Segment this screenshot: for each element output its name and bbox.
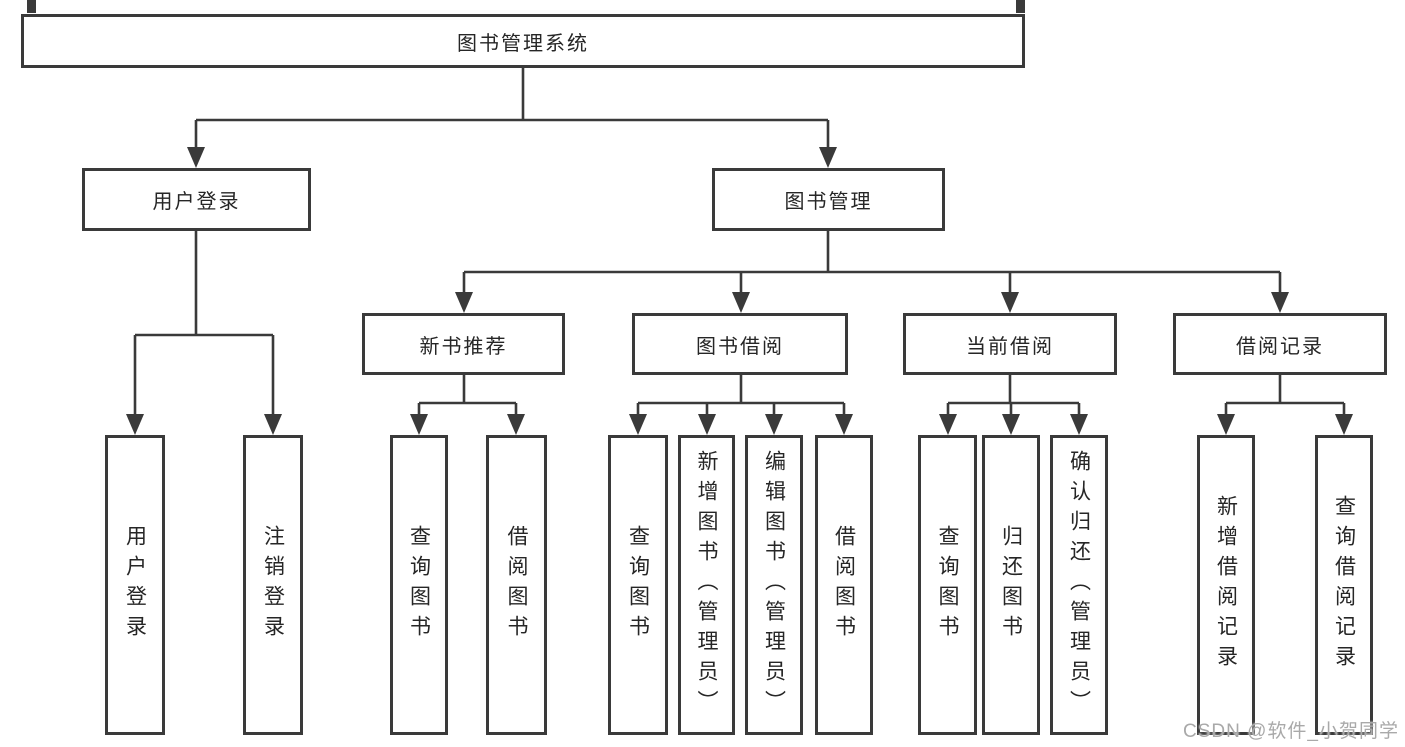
node-current-borrowing: 当前借阅 — [903, 313, 1117, 375]
arrowhead-down-icon — [264, 414, 282, 435]
csdn-watermark: CSDN @软件_小贺同学 — [1183, 721, 1399, 742]
leaf-logout: 注销登录 — [243, 435, 303, 735]
leaf-edit-book-admin: 编辑图书（管理员） — [745, 435, 803, 735]
leaf-label: 借阅图书 — [505, 525, 528, 645]
node-book-management: 图书管理 — [712, 168, 945, 231]
arrowhead-down-icon — [455, 292, 473, 313]
leaf-query-books-current: 查询图书 — [918, 435, 977, 735]
arrowhead-down-icon — [410, 414, 428, 435]
leaf-user-login: 用户登录 — [105, 435, 165, 735]
leaf-label: 借阅图书 — [832, 525, 856, 645]
node-label: 新书推荐 — [419, 335, 508, 358]
node-label: 图书管理系统 — [457, 32, 589, 55]
leaf-label: 新增图书（管理员） — [695, 450, 718, 720]
leaf-label: 查询图书 — [407, 525, 431, 645]
arrowhead-down-icon — [629, 414, 647, 435]
leaf-label: 确认归还（管理员） — [1067, 450, 1091, 720]
arrowhead-down-icon — [765, 414, 783, 435]
arrowhead-down-icon — [1002, 414, 1020, 435]
node-label: 图书管理 — [784, 191, 873, 213]
arrowhead-down-icon — [507, 414, 525, 435]
leaf-label: 查询图书 — [626, 525, 650, 645]
arrowhead-down-icon — [1070, 414, 1088, 435]
leaf-label: 新增借阅记录 — [1214, 495, 1238, 675]
node-new-book-recommendation: 新书推荐 — [362, 313, 565, 375]
arrowhead-down-icon — [835, 414, 853, 435]
node-label: 当前借阅 — [966, 335, 1054, 358]
clipped-line-stub — [1016, 0, 1025, 13]
node-library-management-system: 图书管理系统 — [21, 14, 1025, 68]
arrowhead-down-icon — [187, 147, 205, 168]
leaf-label: 查询借阅记录 — [1332, 495, 1356, 675]
arrowhead-down-icon — [819, 147, 837, 168]
arrowhead-down-icon — [732, 292, 750, 313]
leaf-confirm-return-admin: 确认归还（管理员） — [1050, 435, 1108, 735]
node-label: 用户登录 — [152, 191, 241, 213]
arrowhead-down-icon — [126, 414, 144, 435]
leaf-add-borrow-record: 新增借阅记录 — [1197, 435, 1255, 735]
node-label: 借阅记录 — [1236, 335, 1324, 358]
leaf-label: 编辑图书（管理员） — [762, 450, 786, 720]
leaf-borrow-books-borrowing: 借阅图书 — [815, 435, 873, 735]
arrowhead-down-icon — [698, 414, 716, 435]
leaf-add-book-admin: 新增图书（管理员） — [678, 435, 735, 735]
node-borrowing-records: 借阅记录 — [1173, 313, 1387, 375]
leaf-return-books: 归还图书 — [982, 435, 1040, 735]
leaf-borrow-books-recommendation: 借阅图书 — [486, 435, 547, 735]
leaf-query-books-recommendation: 查询图书 — [390, 435, 448, 735]
leaf-query-borrow-record: 查询借阅记录 — [1315, 435, 1373, 735]
leaf-label: 查询图书 — [936, 525, 959, 645]
leaf-label: 注销登录 — [261, 525, 285, 645]
leaf-query-books-borrowing: 查询图书 — [608, 435, 668, 735]
arrowhead-down-icon — [1271, 292, 1289, 313]
node-user-login: 用户登录 — [82, 168, 311, 231]
arrowhead-down-icon — [1001, 292, 1019, 313]
clipped-line-stub — [27, 0, 36, 13]
node-label: 图书借阅 — [696, 335, 784, 358]
arrowhead-down-icon — [939, 414, 957, 435]
node-book-borrowing: 图书借阅 — [632, 313, 848, 375]
leaf-label: 归还图书 — [999, 525, 1023, 645]
leaf-label: 用户登录 — [123, 525, 147, 645]
arrowhead-down-icon — [1335, 414, 1353, 435]
arrowhead-down-icon — [1217, 414, 1235, 435]
